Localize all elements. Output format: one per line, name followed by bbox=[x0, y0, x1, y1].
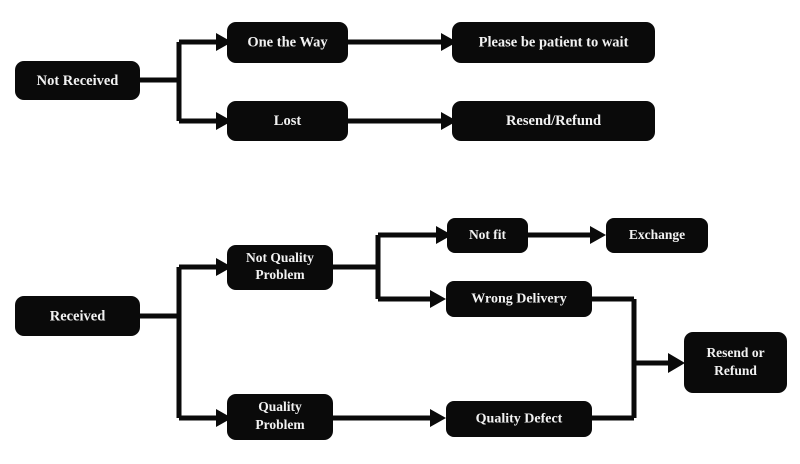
node-exchange-box bbox=[606, 218, 708, 253]
node-please-be-patient-to-wait[interactable]: Please be patient to wait bbox=[452, 22, 655, 63]
node-resend-refund-label: Resend/Refund bbox=[506, 113, 601, 129]
node-not-fit[interactable]: Not fit bbox=[447, 218, 528, 253]
arrow-head-not-quality-problem bbox=[216, 258, 232, 276]
node-resend-or-refund-box bbox=[684, 332, 787, 393]
node-quality-problem-label-line1: Quality bbox=[258, 399, 302, 414]
node-please-wait-box bbox=[452, 22, 655, 63]
node-not-quality-problem-label-line1: Not Quality bbox=[246, 250, 314, 265]
node-exchange-label: Exchange bbox=[629, 227, 685, 242]
node-not-fit-box bbox=[447, 218, 528, 253]
node-received-box bbox=[15, 296, 140, 336]
node-wrong-delivery-label: Wrong Delivery bbox=[471, 292, 567, 307]
node-quality-problem-label-line2: Problem bbox=[255, 417, 305, 432]
arrow-head-one-the-way bbox=[216, 33, 232, 51]
node-not-received[interactable]: Not Received bbox=[15, 61, 140, 100]
node-not-received-box bbox=[15, 61, 140, 100]
node-lost-box bbox=[227, 101, 348, 141]
node-lost[interactable]: Lost bbox=[227, 101, 348, 141]
arrow-head-resend-refund bbox=[441, 112, 457, 130]
arrow-head-not-fit bbox=[436, 226, 452, 244]
arrow-head-quality-defect bbox=[430, 409, 446, 427]
node-not-received-label: Not Received bbox=[37, 73, 119, 89]
node-not-quality-problem[interactable]: Not Quality Problem bbox=[227, 245, 333, 290]
node-quality-problem[interactable]: Quality Problem bbox=[227, 394, 333, 440]
node-resend-or-refund-label-line2: Refund bbox=[714, 363, 757, 378]
node-one-the-way[interactable]: One the Way bbox=[227, 22, 348, 63]
node-wrong-delivery[interactable]: Wrong Delivery bbox=[446, 281, 592, 317]
arrow-head-exchange bbox=[590, 226, 606, 244]
node-not-quality-problem-box bbox=[227, 245, 333, 290]
node-received-label: Received bbox=[50, 308, 106, 324]
node-one-the-way-label: One the Way bbox=[247, 34, 328, 50]
node-exchange[interactable]: Exchange bbox=[606, 218, 708, 253]
arrow-head-resend-or-refund bbox=[668, 353, 685, 373]
arrow-head-wrong-delivery bbox=[430, 290, 446, 308]
node-please-wait-label: Please be patient to wait bbox=[479, 34, 629, 50]
node-one-the-way-box bbox=[227, 22, 348, 63]
node-resend-or-refund[interactable]: Resend or Refund bbox=[684, 332, 787, 393]
node-not-quality-problem-label-line2: Problem bbox=[255, 267, 305, 282]
node-lost-label: Lost bbox=[274, 113, 302, 129]
node-resend-refund[interactable]: Resend/Refund bbox=[452, 101, 655, 141]
node-resend-refund-box bbox=[452, 101, 655, 141]
node-wrong-delivery-box bbox=[446, 281, 592, 317]
node-quality-defect-label: Quality Defect bbox=[476, 412, 563, 427]
node-not-fit-label: Not fit bbox=[469, 227, 507, 242]
node-quality-problem-box bbox=[227, 394, 333, 440]
node-resend-or-refund-label-line1: Resend or bbox=[706, 345, 764, 360]
arrow-head-please-wait bbox=[441, 33, 457, 51]
arrow-head-quality-problem bbox=[216, 409, 232, 427]
node-quality-defect[interactable]: Quality Defect bbox=[446, 401, 592, 437]
node-quality-defect-box bbox=[446, 401, 592, 437]
arrow-head-lost bbox=[216, 112, 232, 130]
node-received[interactable]: Received bbox=[15, 296, 140, 336]
